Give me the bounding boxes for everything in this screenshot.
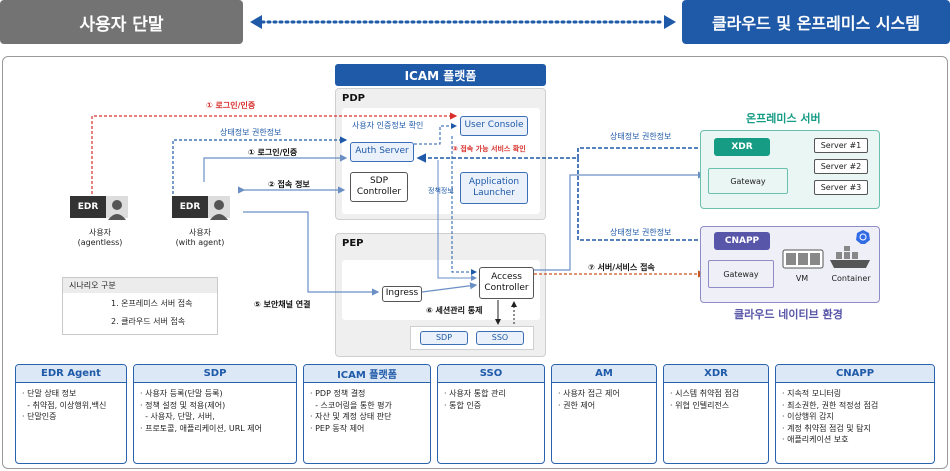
kubernetes-icon	[856, 230, 870, 244]
card-icam-title: ICAM 플랫폼	[304, 365, 430, 383]
card-line: · 최소권한, 권한 적정성 점검	[782, 400, 879, 410]
card-line: · 프로토콜, 애플리케이션, URL 제어	[140, 423, 262, 433]
card-sdp: SDP · 사용자 등록(단말 등록) · 정책 설정 및 적용(제어) - 사…	[133, 364, 297, 464]
flow-label-login-red: ① 로그인/인증	[206, 101, 256, 110]
container-icon	[830, 246, 870, 268]
user-agentless-caption: 사용자 (agentless)	[77, 228, 123, 248]
card-sdp-title: SDP	[134, 365, 296, 383]
vm-icon	[782, 249, 824, 269]
legend-item-cloud: 2. 클라우드 서버 접속	[111, 317, 186, 326]
card-line: - 취약점, 이상행위,백신	[22, 400, 107, 410]
card-line: · 이상행위 감지	[782, 412, 834, 422]
flow-label-status-xdr: 상태정보 권한정보	[610, 132, 672, 141]
user-agentless-icon	[108, 200, 126, 220]
server-3: Server #3	[814, 180, 868, 195]
card-cnapp-title: CNAPP	[776, 365, 934, 383]
onprem-title: 온프레미스 서버	[746, 112, 821, 125]
header-user-terminal: 사용자 단말	[0, 0, 243, 44]
icam-platform-title: ICAM 플랫폼	[335, 64, 546, 86]
card-line: · 자산 및 계정 상태 판단	[310, 412, 392, 422]
cloud-native-title: 클라우드 네이티브 환경	[734, 308, 843, 321]
edr-badge-with-agent: EDR	[172, 196, 208, 218]
user-with-agent-icon	[210, 200, 228, 220]
flow-label-secure-channel: ⑤ 보안채널 연결	[254, 300, 311, 309]
pdp-title: PDP	[342, 93, 365, 104]
vm-label: VM	[795, 274, 809, 283]
flow-label-server-access: ⑦ 서버/서비스 접속	[588, 263, 655, 272]
card-line: · 통합 인증	[444, 400, 482, 410]
sso-module-box: SSO	[476, 331, 524, 345]
sdp-module-box: SDP	[420, 331, 468, 345]
card-xdr: XDR · 시스템 취약점 점검 · 위협 인텔리전스	[663, 364, 769, 464]
cnapp-tag: CNAPP	[714, 232, 770, 250]
card-line: · 애플리케이션 보호	[782, 435, 849, 445]
server-2: Server #2	[814, 159, 868, 174]
card-line: · 정책 설정 및 적용(제어)	[140, 400, 226, 410]
flow-label-status-top: 상태정보 권한정보	[220, 128, 282, 137]
card-line: · 시스템 취약점 점검	[670, 389, 740, 398]
legend-title: 시나리오 구분	[63, 278, 217, 293]
card-line: · 사용자 등록(단말 등록)	[140, 389, 223, 398]
flow-label-login-blue: ① 로그인/인증	[248, 148, 298, 157]
onprem-gateway-box: Gateway	[708, 168, 788, 194]
card-am: AM · 사용자 접근 제어 · 권한 제어	[551, 364, 657, 464]
flow-label-session-ctrl: ⑥ 세션관리 통제	[426, 306, 483, 315]
main-frame	[2, 56, 948, 469]
card-line: · PEP 동작 제어	[310, 423, 365, 433]
cloud-gateway-box: Gateway	[708, 260, 774, 288]
card-edr-agent: EDR Agent · 단말 상태 정보 - 취약점, 이상행위,백신 · 단말…	[15, 364, 127, 464]
card-line: · 계정 취약점 점검 및 탐지	[782, 423, 871, 433]
ingress-box: Ingress	[382, 286, 422, 302]
header-cloud-onprem: 클라우드 및 온프레미스 시스템	[682, 0, 950, 44]
container-label: Container	[831, 274, 871, 283]
card-line: · 단말 상태 정보	[22, 389, 77, 398]
card-line: · 사용자 통합 관리	[444, 389, 506, 398]
card-sso: SSO · 사용자 통합 관리 · 통합 인증	[437, 364, 545, 464]
flow-label-status-cnapp: 상태정보 권한정보	[610, 228, 672, 237]
app-launcher-box: Application Launcher	[460, 172, 528, 204]
card-cnapp: CNAPP · 지속적 모니터링 · 최소권한, 권한 적정성 점검 · 이상행…	[775, 364, 935, 464]
pep-title: PEP	[342, 238, 364, 249]
card-xdr-title: XDR	[664, 365, 768, 383]
sdp-controller-box: SDP Controller	[350, 172, 408, 202]
flow-label-user-auth-check: 사용자 인증정보 확인	[352, 121, 424, 130]
server-1: Server #1	[814, 138, 868, 153]
card-line: · 위협 인텔리전스	[670, 400, 730, 410]
auth-server-box: Auth Server	[350, 142, 414, 162]
edr-badge-agentless: EDR	[70, 196, 106, 218]
flow-label-policy: 정책정보	[428, 187, 454, 195]
card-line: · 권한 제어	[558, 400, 596, 410]
user-with-agent-caption: 사용자 (with agent)	[175, 228, 225, 248]
card-edr-agent-title: EDR Agent	[16, 365, 126, 383]
xdr-tag: XDR	[714, 138, 770, 156]
card-line: · PDP 정책 결정	[310, 389, 366, 398]
card-line: - 사용자, 단말, 서버,	[140, 412, 215, 422]
flow-label-access-check: ③ 접속 가능 서비스 확인	[452, 145, 526, 153]
card-am-title: AM	[552, 365, 656, 383]
header-bidirectional-arrow	[250, 15, 676, 29]
access-controller-box: Access Controller	[479, 267, 534, 299]
card-sso-title: SSO	[438, 365, 544, 383]
flow-label-access-info: ② 접속 정보	[268, 180, 310, 189]
card-icam: ICAM 플랫폼 · PDP 정책 결정 - 스코어링을 통한 평가 · 자산 …	[303, 364, 431, 464]
card-line: · 단말인증	[22, 412, 57, 422]
scenario-legend: 시나리오 구분 1. 온프레미스 서버 접속 2. 클라우드 서버 접속	[62, 277, 218, 335]
card-line: · 지속적 모니터링	[782, 389, 842, 398]
legend-item-onprem: 1. 온프레미스 서버 접속	[111, 299, 193, 308]
card-line: - 스코어링을 통한 평가	[310, 400, 392, 410]
card-line: · 사용자 접근 제어	[558, 389, 620, 398]
user-console-box: User Console	[460, 116, 528, 136]
